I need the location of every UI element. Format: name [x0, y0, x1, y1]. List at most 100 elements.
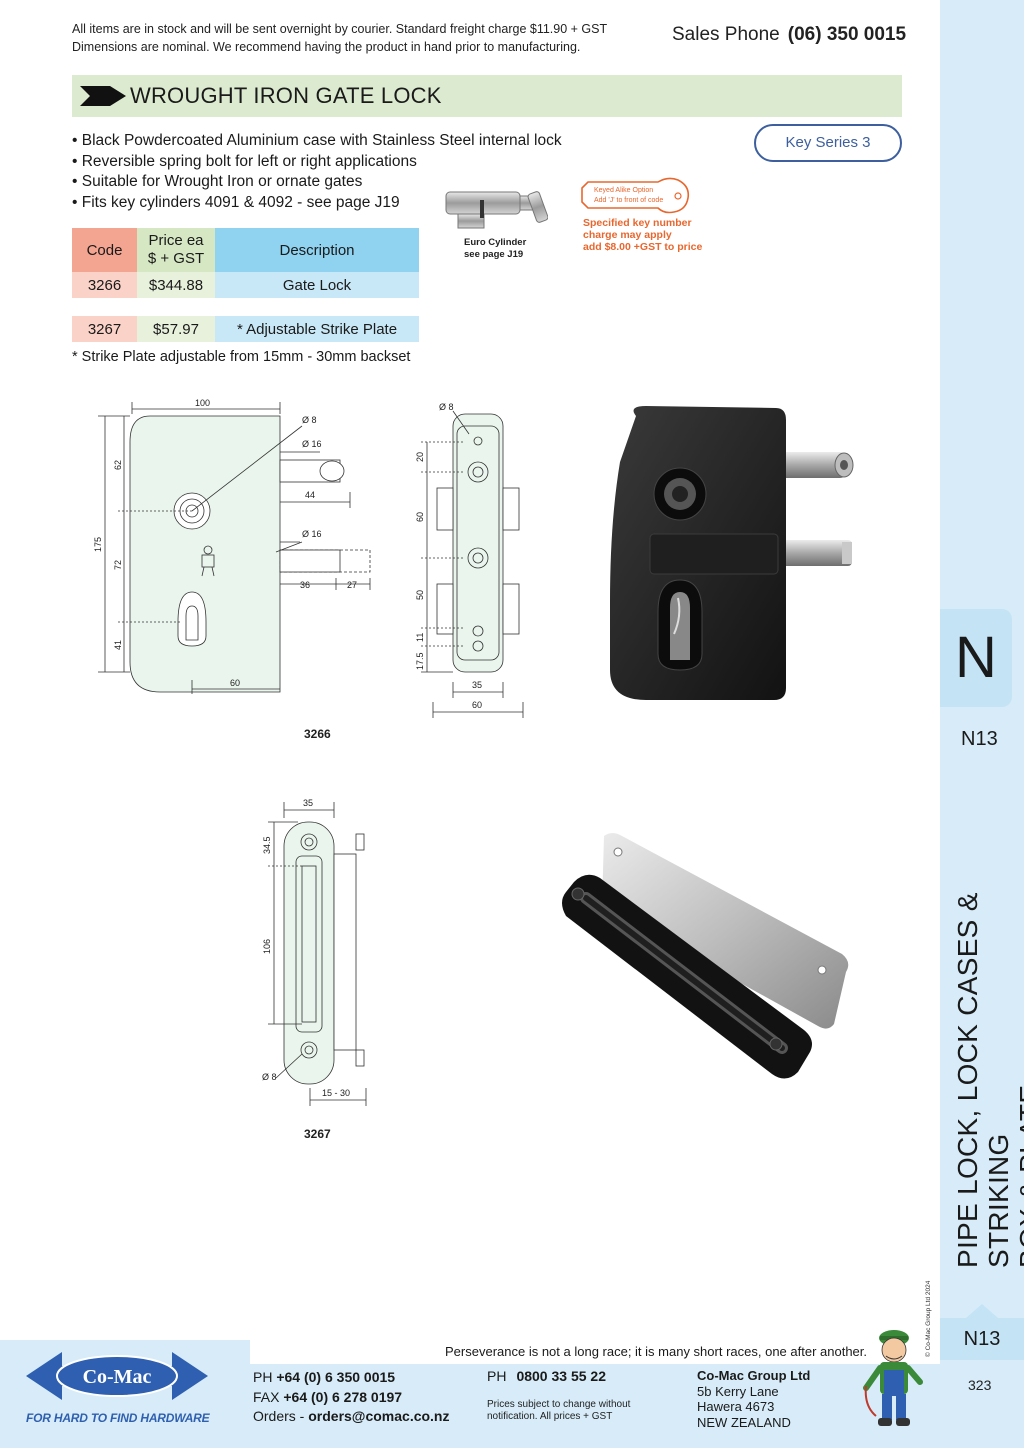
footer-quote: Perseverance is not a long race; it is m…: [445, 1344, 867, 1359]
fax-label: FAX: [253, 1388, 280, 1405]
dim-label: 60: [230, 678, 240, 688]
ph-value[interactable]: +64 (0) 6 350 0015: [276, 1369, 396, 1385]
drawing-3267: 35 34.5 106 Ø 8 15 - 30: [262, 798, 367, 1106]
dim-label: 34.5: [262, 836, 272, 854]
header-description: Description: [215, 228, 419, 272]
dim-label: 35: [472, 680, 482, 690]
footer-freephone: PH 0800 33 55 22: [487, 1368, 606, 1384]
key-series-badge: Key Series 3: [754, 124, 902, 162]
dim-label: 11: [415, 633, 425, 642]
dim-label: 36: [300, 580, 310, 590]
key-tag-icon: Keyed Alike Option Add 'J' to front of c…: [581, 177, 690, 214]
key-tag-line1: Keyed Alike Option: [594, 187, 653, 194]
dim-label: 62: [113, 460, 123, 470]
note-line: add $8.00 +GST to price: [583, 241, 703, 253]
table-row: 3267 $57.97 * Adjustable Strike Plate: [72, 316, 419, 342]
comac-logo: Co-Mac: [26, 1352, 208, 1400]
page-code-bottom-text: N13: [963, 1328, 1001, 1350]
keyed-alike-note: Specified key number charge may apply ad…: [583, 217, 702, 253]
page-code-bottom: N13: [940, 1318, 1024, 1360]
caption-line: Euro Cylinder: [464, 237, 527, 248]
price-table: Code Price ea $ + GST Description 3266 $…: [72, 228, 419, 298]
dim-label: 106: [262, 939, 272, 954]
section-letter: N: [955, 625, 997, 690]
caption-line: see page J19: [464, 249, 524, 260]
header-code: Code: [72, 228, 137, 272]
disclaimer-line: notification. All prices + GST: [487, 1411, 613, 1422]
key-tag-line2: Add 'J' to front of code: [594, 197, 663, 204]
feature-item: Fits key cylinders 4091 & 4092 - see pag…: [72, 193, 562, 214]
footer-contact: PH +64 (0) 6 350 0015 FAX +64 (0) 6 278 …: [253, 1368, 450, 1427]
ph2-value[interactable]: 0800 33 55 22: [516, 1368, 606, 1384]
sales-phone: Sales Phone (06) 350 0015: [672, 24, 906, 46]
logo-text: Co-Mac: [83, 1366, 152, 1388]
row-description: Gate Lock: [215, 272, 419, 298]
header-price: Price ea $ + GST: [137, 228, 215, 272]
copyright: © Co-Mac Group Ltd 2024: [925, 1280, 932, 1357]
note-line: charge may apply: [583, 229, 672, 241]
sales-phone-label: Sales Phone: [672, 24, 780, 45]
strike-plate-photo: [562, 833, 849, 1079]
dim-label: 175: [93, 537, 103, 552]
company-name: Co-Mac Group Ltd: [697, 1368, 811, 1383]
row-price: $57.97: [137, 316, 215, 342]
dim-label: Ø 16: [302, 529, 322, 539]
header-price-line2: $ + GST: [147, 250, 205, 267]
shipping-notice: All items are in stock and will be sent …: [72, 20, 607, 56]
row-code: 3267: [72, 316, 137, 342]
feature-list: Black Powdercoated Aluminium case with S…: [72, 131, 562, 213]
section-tab[interactable]: N: [940, 609, 1012, 707]
dim-label: 60: [472, 700, 482, 710]
feature-item: Suitable for Wrought Iron or ornate gate…: [72, 172, 562, 193]
address-line: NEW ZEALAND: [697, 1414, 791, 1430]
side-panel: [940, 0, 1024, 1448]
drawing-label-3267: 3267: [304, 1127, 331, 1141]
dim-label: Ø 8: [262, 1072, 277, 1082]
page-number: 323: [968, 1377, 992, 1393]
orders-email-link[interactable]: orders@comac.co.nz: [308, 1408, 450, 1424]
dim-label: 72: [113, 560, 123, 570]
triangle-up-icon: [966, 1304, 998, 1318]
row-code: 3266: [72, 272, 137, 298]
sales-phone-number[interactable]: (06) 350 0015: [787, 24, 907, 45]
dim-label: 17.5: [415, 652, 425, 670]
company-address: Co-Mac Group Ltd 5b Kerry Lane Hawera 46…: [697, 1368, 810, 1430]
fax-value: +64 (0) 6 278 0197: [283, 1388, 403, 1405]
euro-cylinder-caption: Euro Cylinder see page J19: [464, 237, 526, 261]
orders-label: Orders -: [253, 1408, 305, 1424]
ph2-label: PH: [487, 1368, 507, 1384]
feature-item: Black Powdercoated Aluminium case with S…: [72, 131, 562, 152]
strike-plate-note: * Strike Plate adjustable from 15mm - 30…: [72, 349, 411, 365]
prices-disclaimer: Prices subject to change without notific…: [487, 1399, 630, 1423]
dim-label: 44: [305, 490, 315, 500]
address-line: 5b Kerry Lane: [697, 1383, 779, 1399]
ph-label: PH: [253, 1369, 273, 1385]
dim-label: 41: [113, 640, 123, 650]
tagline: FOR HARD TO FIND HARDWARE: [26, 1411, 210, 1425]
dim-label: Ø 8: [302, 415, 317, 425]
dim-label: 15 - 30: [322, 1088, 350, 1098]
notice-line-2: Dimensions are nominal. We recommend hav…: [72, 40, 581, 54]
notice-line-1: All items are in stock and will be sent …: [72, 22, 608, 36]
mascot-icon: [863, 1330, 923, 1426]
dim-label: 20: [415, 452, 425, 462]
section-title-line2: BOX & PLATE: [1014, 1084, 1024, 1268]
drawing-label-3266: 3266: [304, 727, 331, 741]
title-band: [72, 75, 902, 117]
dim-label: 100: [195, 398, 210, 408]
row-price: $344.88: [137, 272, 215, 298]
section-title-line1: PIPE LOCK, LOCK CASES & STRIKING: [952, 892, 1014, 1268]
feature-item: Reversible spring bolt for left or right…: [72, 152, 562, 173]
table-row: 3266 $344.88 Gate Lock: [72, 272, 419, 298]
drawing-3266-side: Ø 8 20 60 50 11 17.5 35 60: [415, 402, 524, 718]
gate-lock-photo: [610, 406, 854, 700]
dim-label: Ø 16: [302, 439, 322, 449]
note-line: Specified key number: [583, 217, 692, 229]
price-table-strike: 3267 $57.97 * Adjustable Strike Plate: [72, 316, 419, 342]
header-price-line1: Price ea: [148, 232, 204, 249]
disclaimer-line: Prices subject to change without: [487, 1399, 631, 1410]
arrow-icon: [80, 86, 126, 106]
page-title: WROUGHT IRON GATE LOCK: [130, 83, 442, 108]
dim-label: Ø 8: [439, 402, 454, 412]
row-description: * Adjustable Strike Plate: [215, 316, 419, 342]
